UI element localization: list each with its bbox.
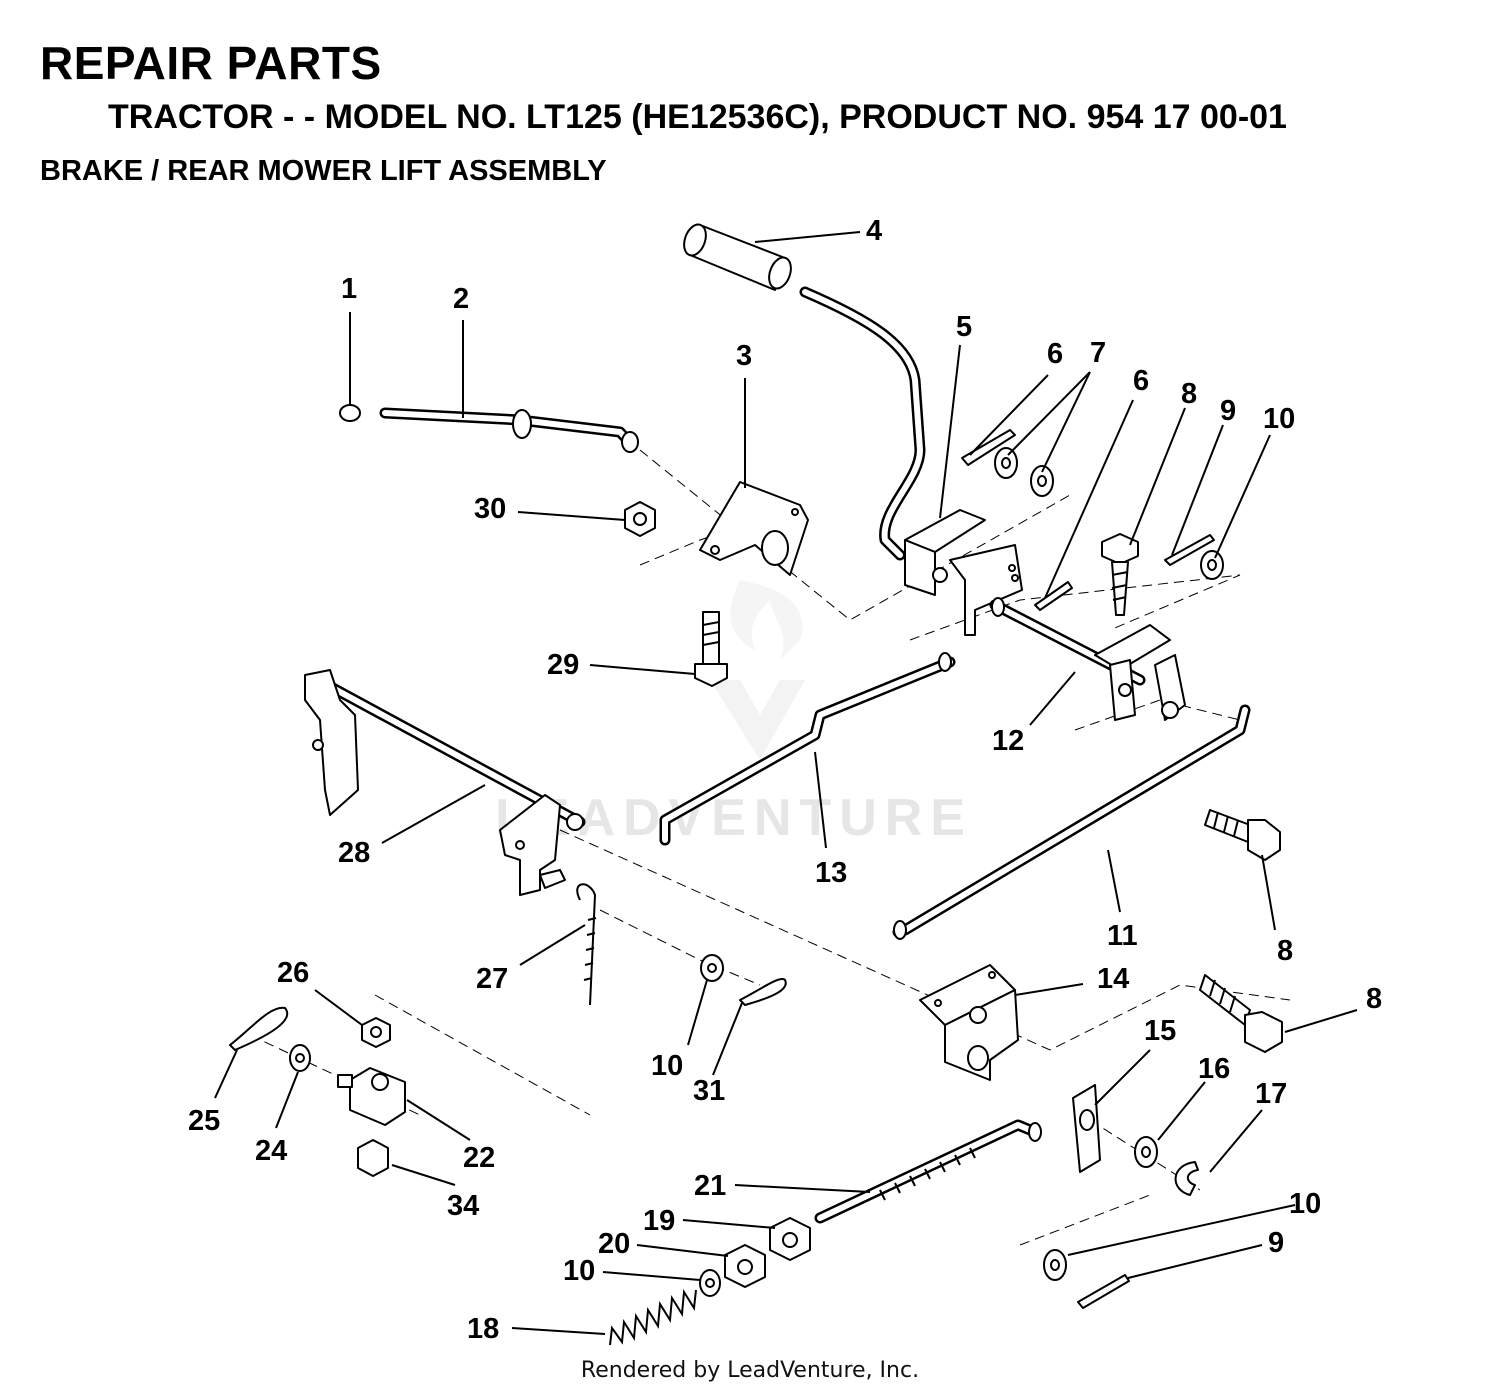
assembly-title: BRAKE / REAR MOWER LIFT ASSEMBLY <box>40 155 607 187</box>
callout-31: 31 <box>693 1075 725 1107</box>
part-13-link-rod <box>659 652 956 846</box>
part-27-eyebolt <box>539 869 597 1006</box>
callout-1: 1 <box>341 273 357 305</box>
part-9-cotter-pin-top <box>1164 534 1215 566</box>
callout-34: 34 <box>447 1190 479 1222</box>
page-title: REPAIR PARTS <box>40 37 382 89</box>
part-25-hairpin-clip <box>229 1006 288 1051</box>
callout-20: 20 <box>598 1228 630 1260</box>
part-8-bolt-mid <box>1204 809 1281 861</box>
callout-10-c: 10 <box>563 1255 595 1287</box>
part-15-plate <box>1072 1084 1101 1173</box>
callout-9: 9 <box>1220 395 1236 427</box>
part-7-washer-a <box>994 447 1018 479</box>
part-7-washer-b <box>1030 465 1054 497</box>
callout-30: 30 <box>474 493 506 525</box>
callout-15: 15 <box>1144 1015 1176 1047</box>
callout-17: 17 <box>1255 1078 1287 1110</box>
part-24-washer <box>289 1044 311 1072</box>
part-4-handle-grip <box>683 223 792 291</box>
part-14-mounting-bracket <box>919 964 1019 1081</box>
part-28-rear-lift-shaft <box>304 669 586 896</box>
part-21-brake-rod <box>814 1119 1042 1224</box>
lift-handle-rod <box>799 286 926 561</box>
part-8-bolt-low <box>1199 974 1283 1053</box>
callout-10: 10 <box>1263 403 1295 435</box>
part-1-cap <box>339 404 361 422</box>
footer-credit: Rendered by LeadVenture, Inc. <box>580 1358 920 1383</box>
callout-21: 21 <box>694 1170 726 1202</box>
callout-14: 14 <box>1097 963 1129 995</box>
part-5-bracket <box>904 509 1023 636</box>
callout-10-b: 10 <box>651 1050 683 1082</box>
callout-27: 27 <box>476 963 508 995</box>
callout-28: 28 <box>338 837 370 869</box>
part-34-hex-nut <box>357 1139 389 1177</box>
callout-6-b: 6 <box>1133 365 1149 397</box>
callout-labels: 1 2 3 4 5 6 7 6 8 9 10 30 29 12 13 28 8 … <box>188 215 1382 1345</box>
part-22-trunnion <box>337 1067 406 1126</box>
part-2-brake-rod <box>379 407 639 453</box>
callout-13: 13 <box>815 857 847 889</box>
callout-7: 7 <box>1090 337 1106 369</box>
callout-2: 2 <box>453 283 469 315</box>
part-12-bracket <box>1094 624 1186 721</box>
part-20-nut <box>724 1244 766 1288</box>
part-10-washer-right <box>1043 1249 1067 1281</box>
callout-16: 16 <box>1198 1053 1230 1085</box>
callout-29: 29 <box>547 649 579 681</box>
part-11-lift-link <box>892 704 1251 940</box>
callout-22: 22 <box>463 1142 495 1174</box>
callout-8: 8 <box>1181 378 1197 410</box>
part-6-cotter-pin-b <box>1034 581 1073 611</box>
callout-10-d: 10 <box>1289 1188 1321 1220</box>
part-10-washer-top <box>1200 550 1224 580</box>
part-30-lock-nut <box>624 501 656 537</box>
callout-24: 24 <box>255 1135 287 1167</box>
callout-12: 12 <box>992 725 1024 757</box>
part-26-nut <box>361 1017 391 1048</box>
callout-6: 6 <box>1047 338 1063 370</box>
callout-3: 3 <box>736 340 752 372</box>
callout-8-b: 8 <box>1277 935 1293 967</box>
part-19-jam-nut <box>769 1217 811 1261</box>
part-17-e-clip <box>1174 1161 1199 1196</box>
part-31-hairpin-clip <box>739 978 787 1006</box>
part-6-cotter-pin <box>961 429 1016 466</box>
callout-26: 26 <box>277 957 309 989</box>
part-10-washer-mid <box>700 954 724 982</box>
callout-25: 25 <box>188 1105 220 1137</box>
callout-8-c: 8 <box>1366 983 1382 1015</box>
callout-9-b: 9 <box>1268 1227 1284 1259</box>
part-16-washer <box>1134 1136 1158 1168</box>
callout-19: 19 <box>643 1205 675 1237</box>
part-10-washer-low <box>699 1269 721 1297</box>
part-29-bolt <box>694 611 728 687</box>
callout-4: 4 <box>866 215 882 247</box>
part-8-bolt-top <box>1101 533 1139 616</box>
part-3-brake-bracket <box>699 481 809 576</box>
model-subtitle: TRACTOR - - MODEL NO. LT125 (HE12536C), … <box>108 98 1287 136</box>
callout-5: 5 <box>956 311 972 343</box>
callout-leaders <box>214 231 1358 1335</box>
watermark-logo <box>710 580 805 760</box>
callout-11: 11 <box>1107 920 1138 952</box>
part-9-cotter-pin-right <box>1077 1274 1130 1309</box>
part-18-spring <box>609 1288 697 1346</box>
callout-18: 18 <box>467 1313 499 1345</box>
alignment-lines <box>249 449 1291 1246</box>
